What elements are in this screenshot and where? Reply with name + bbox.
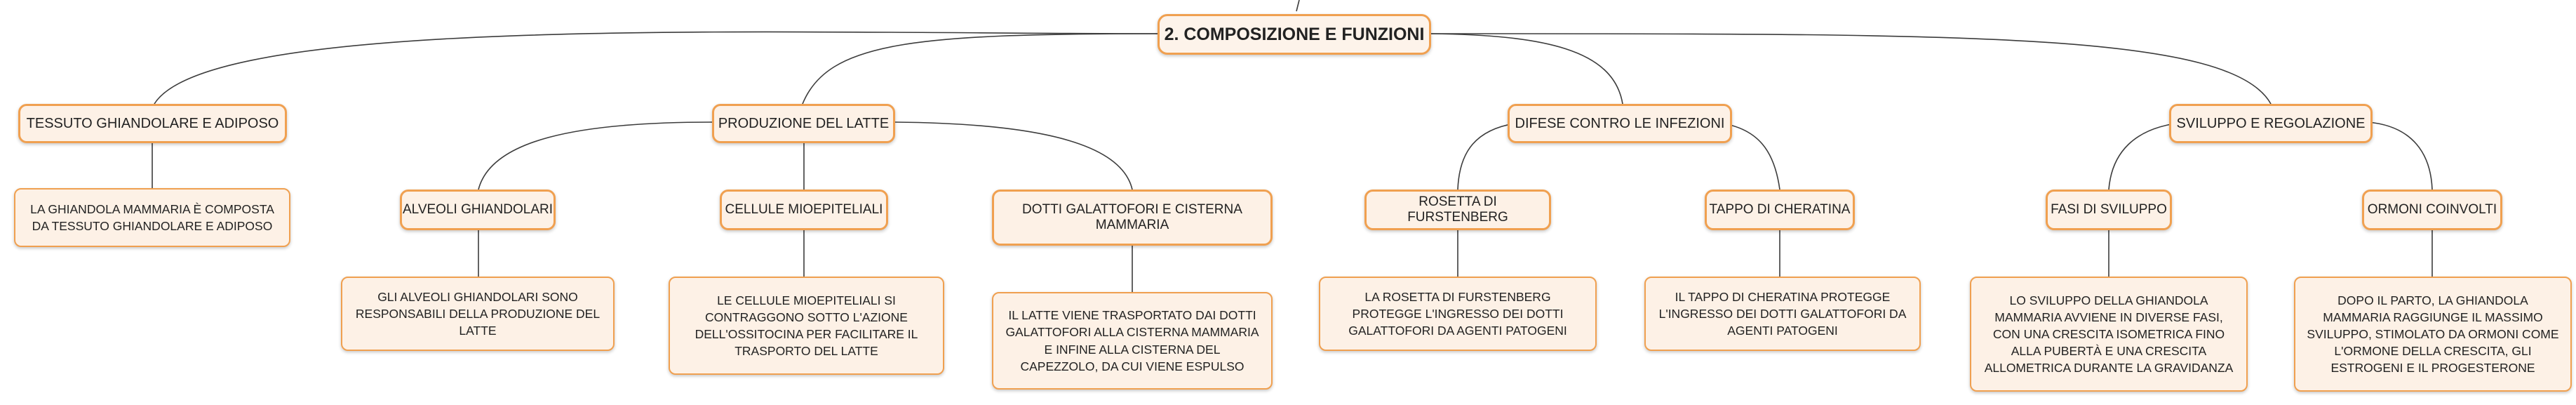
- connector-root-difese: [1430, 33, 1623, 105]
- description-dotti-galattofori[interactable]: IL LATTE VIENE TRASPORTATO DAI DOTTI GAL…: [992, 292, 1273, 390]
- subtopic-fasi-sviluppo[interactable]: FASI DI SVILUPPO: [2046, 190, 2172, 230]
- topic-difese-infezioni[interactable]: DIFESE CONTRO LE INFEZIONI: [1508, 104, 1732, 143]
- connector-sviluppo-ormoni: [2368, 121, 2433, 190]
- connector-root-produzione: [802, 33, 1158, 105]
- connector-produzione-dotti: [894, 121, 1133, 190]
- root-topic[interactable]: 2. COMPOSIZIONE E FUNZIONI: [1158, 14, 1431, 55]
- subtopic-cellule-mioepiteliali[interactable]: CELLULE MIOEPITELIALI: [720, 190, 888, 230]
- subtopic-rosetta-furstenberg[interactable]: ROSETTA DI FURSTENBERG: [1364, 190, 1551, 230]
- description-alveoli-ghiandolari[interactable]: GLI ALVEOLI GHIANDOLARI SONO RESPONSABIL…: [341, 277, 615, 351]
- topic-tessuto-ghiandolare[interactable]: TESSUTO GHIANDOLARE E ADIPOSO: [18, 104, 287, 143]
- description-tessuto-ghiandolare[interactable]: LA GHIANDOLA MAMMARIA È COMPOSTA DA TESS…: [14, 188, 290, 247]
- topic-produzione-latte[interactable]: PRODUZIONE DEL LATTE: [712, 104, 895, 143]
- connector-produzione-alveoli: [478, 121, 713, 190]
- connector-root-sviluppo: [1430, 33, 2272, 105]
- topic-sviluppo-regolazione[interactable]: SVILUPPO E REGOLAZIONE: [2169, 104, 2373, 143]
- description-fasi-sviluppo[interactable]: LO SVILUPPO DELLA GHIANDOLA MAMMARIA AVV…: [1970, 277, 2248, 392]
- description-tappo-cheratina[interactable]: IL TAPPO DI CHERATINA PROTEGGE L'INGRESS…: [1644, 277, 1921, 351]
- subtopic-dotti-galattofori[interactable]: DOTTI GALATTOFORI E CISTERNA MAMMARIA: [992, 190, 1273, 246]
- subtopic-ormoni-coinvolti[interactable]: ORMONI COINVOLTI: [2362, 190, 2502, 230]
- description-cellule-mioepiteliali[interactable]: LE CELLULE MIOEPITELIALI SI CONTRAGGONO …: [669, 277, 944, 375]
- description-ormoni-coinvolti[interactable]: DOPO IL PARTO, LA GHIANDOLA MAMMARIA RAG…: [2294, 277, 2572, 392]
- subtopic-tappo-cheratina[interactable]: TAPPO DI CHERATINA: [1705, 190, 1855, 230]
- connector-root-tessuto: [154, 31, 1158, 105]
- description-rosetta-furstenberg[interactable]: LA ROSETTA DI FURSTENBERG PROTEGGE L'ING…: [1319, 277, 1597, 351]
- root-parent-connector: [1296, 0, 1300, 12]
- subtopic-alveoli-ghiandolari[interactable]: ALVEOLI GHIANDOLARI: [400, 190, 556, 230]
